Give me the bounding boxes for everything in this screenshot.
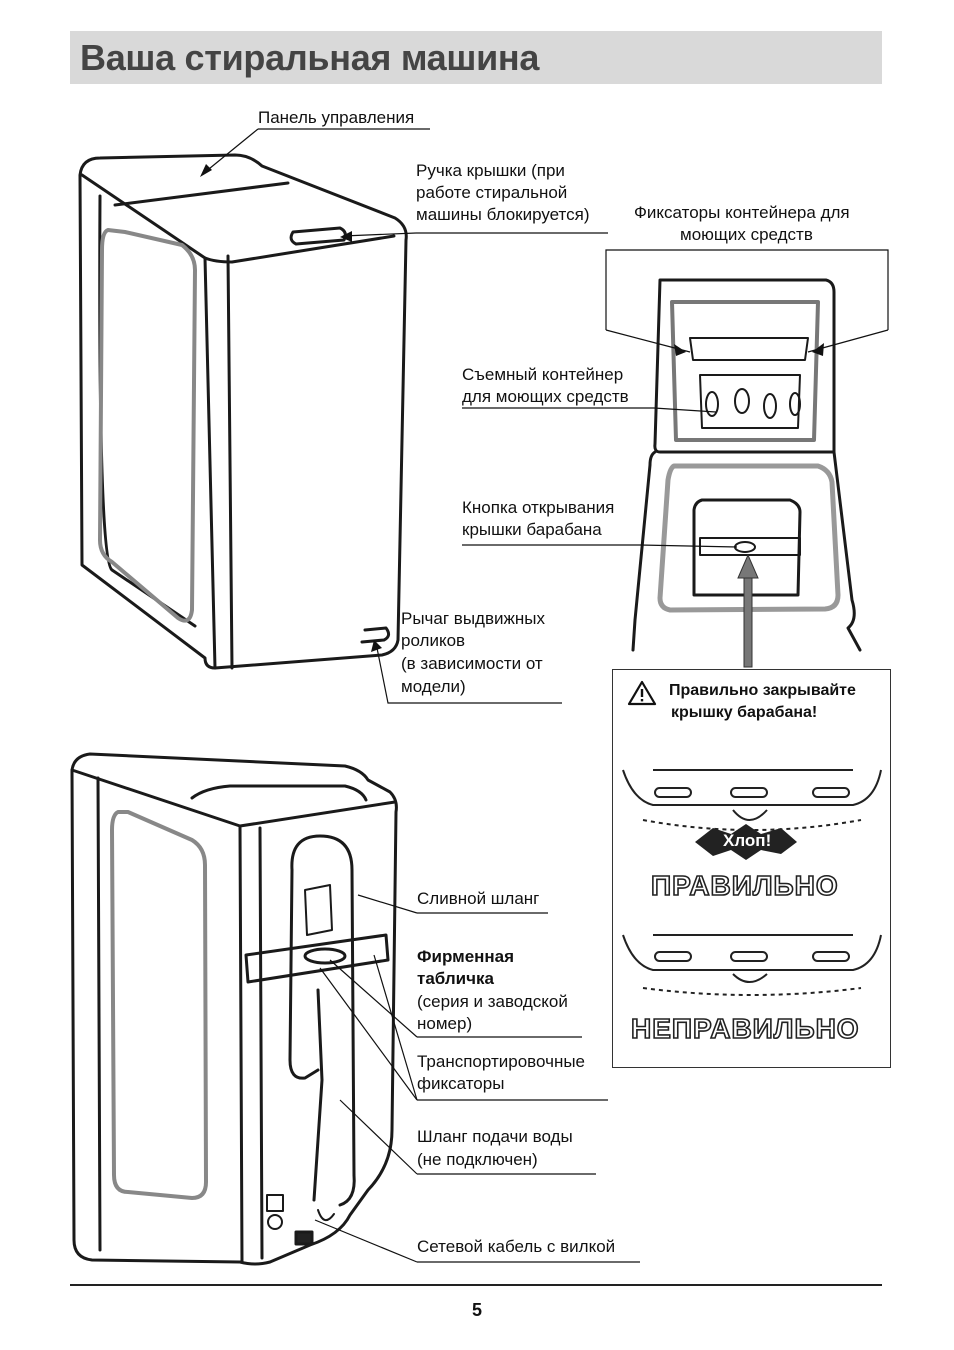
warning-triangle-icon (627, 680, 657, 706)
removable-container-label-1: Съемный контейнер (462, 365, 624, 384)
incorrect-label: НЕПРАВИЛЬНО (630, 1012, 860, 1045)
wheel-lever-label-2: роликов (401, 631, 466, 650)
drain-hose-label: Сливной шланг (417, 889, 540, 908)
rating-plate-note-2: номер) (417, 1014, 473, 1033)
correct-label: ПРАВИЛЬНО (650, 869, 839, 902)
open-machine-illustration (631, 278, 862, 652)
wheel-lever-label-4: модели) (401, 677, 466, 696)
leader-lines (203, 128, 889, 1263)
control-panel-label: Панель управления (258, 108, 415, 127)
wheel-lever-label-3: (в зависимости от (401, 654, 543, 673)
washing-machine-front-illustration (78, 153, 408, 670)
correct-lid-illustration (622, 769, 882, 831)
lid-handle-label-2: работе стиральной (416, 183, 568, 202)
drum-lid-button-label-2: крышки барабана (462, 520, 602, 539)
lid-handle-label-3: машины блокируется) (416, 205, 590, 224)
transport-locks-label-1: Транспортировочные (417, 1052, 585, 1071)
transport-locks-label-2: фиксаторы (417, 1074, 505, 1093)
rating-plate-title-2: табличка (417, 969, 494, 988)
warning-panel: Правильно закрывайте крышку барабана! Хл… (612, 669, 891, 1068)
container-latches-label-1: Фиксаторы контейнера для (634, 203, 850, 222)
lid-handle-label-1: Ручка крышки (при (416, 161, 565, 180)
rating-plate-title-1: Фирменная (417, 947, 515, 966)
click-burst-icon (695, 824, 797, 860)
water-inlet-hose-label-2: (не подключен) (417, 1150, 538, 1169)
container-latches-label-2: моющих средств (680, 225, 813, 244)
power-cable-label: Сетевой кабель с вилкой (417, 1237, 616, 1256)
incorrect-lid-illustration (622, 934, 882, 996)
wheel-lever-label-1: Рычаг выдвижных (401, 609, 545, 628)
pointer-arrow (737, 553, 759, 668)
page-number: 5 (471, 1300, 482, 1320)
removable-container-label-2: для моющих средств (462, 387, 629, 406)
page-title: Ваша стиральная машина (80, 37, 540, 78)
drum-lid-button-label-1: Кнопка открывания (462, 498, 615, 517)
footer-divider (70, 1284, 882, 1286)
click-sound-text: Хлоп! (723, 831, 772, 850)
warning-text-2: крышку барабана! (671, 704, 818, 721)
washing-machine-back-illustration (70, 752, 398, 1266)
arrow-heads (200, 164, 824, 652)
warning-text-1: Правильно закрывайте (669, 682, 856, 699)
rating-plate-note-1: (серия и заводской (417, 992, 568, 1011)
water-inlet-hose-label-1: Шланг подачи воды (417, 1127, 573, 1146)
title-bar: Ваша стиральная машина (70, 31, 882, 84)
